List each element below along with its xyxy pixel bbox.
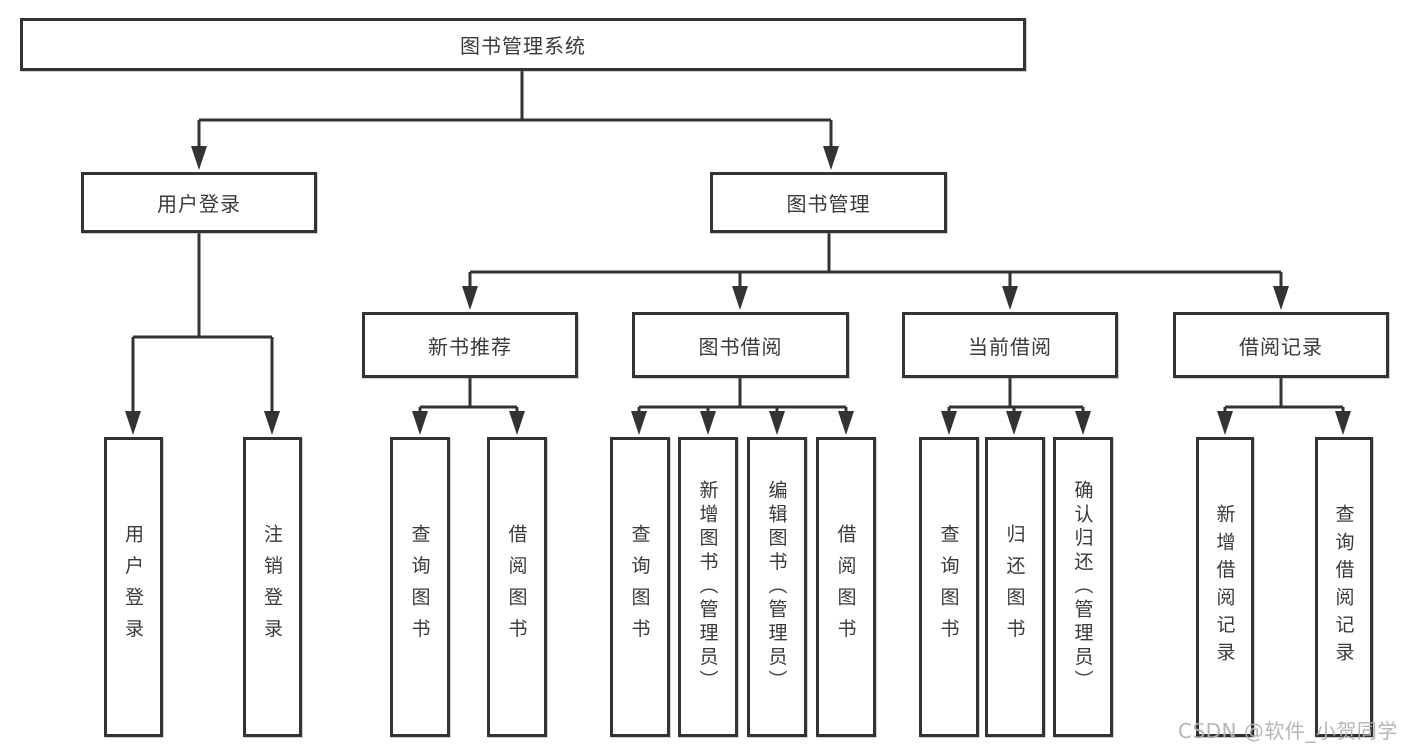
arrow-down-icon <box>823 146 839 170</box>
node-label: 图书管理 <box>786 192 871 216</box>
node-borrow-records: 借阅记录 <box>1173 312 1389 378</box>
connector-bookmgmt-to-level3 <box>462 233 1289 310</box>
node-label: 借阅图书 <box>505 524 528 650</box>
node-label: 用户登录 <box>122 524 144 650</box>
arrow-down-icon <box>1002 286 1018 310</box>
leaf-query-books-current: 查询图书 <box>919 437 979 737</box>
leaf-query-borrow-record: 查询借阅记录 <box>1315 437 1373 737</box>
connector-currentborrow-to-leaves <box>941 378 1091 435</box>
arrow-down-icon <box>838 411 854 435</box>
arrow-down-icon <box>732 286 748 310</box>
arrow-down-icon <box>631 411 647 435</box>
node-label: 注销登录 <box>261 524 283 650</box>
node-book-borrow: 图书借阅 <box>632 312 849 378</box>
leaf-query-books-borrow: 查询图书 <box>610 437 670 737</box>
connector-newbook-to-leaves <box>412 378 525 435</box>
connector-bookborrow-to-leaves <box>631 378 854 435</box>
node-label: 新增借阅记录 <box>1213 504 1236 670</box>
node-user-login: 用户登录 <box>81 172 317 233</box>
leaf-edit-book-admin: 编辑图书（管理员） <box>747 437 807 737</box>
node-label: 查询图书 <box>628 524 651 650</box>
arrow-down-icon <box>1075 411 1091 435</box>
node-label: 查询借阅记录 <box>1332 504 1355 670</box>
connector-root-to-level2 <box>191 71 839 170</box>
node-label: 查询图书 <box>937 524 960 650</box>
leaf-add-borrow-record: 新增借阅记录 <box>1196 437 1254 737</box>
leaf-borrow-books: 借阅图书 <box>816 437 876 737</box>
node-book-management: 图书管理 <box>710 172 947 233</box>
arrow-down-icon <box>941 411 957 435</box>
leaf-confirm-return-admin: 确认归还（管理员） <box>1053 437 1113 737</box>
arrow-down-icon <box>125 411 141 435</box>
arrow-down-icon <box>1335 411 1351 435</box>
arrow-down-icon <box>191 146 207 170</box>
node-label: 图书借阅 <box>698 334 783 359</box>
node-label: 借阅图书 <box>834 524 857 650</box>
arrow-down-icon <box>1273 286 1289 310</box>
arrow-down-icon <box>412 411 428 435</box>
node-label: 归还图书 <box>1003 524 1026 650</box>
csdn-watermark: CSDN @软件_小贺同学 <box>1178 719 1398 743</box>
arrow-down-icon <box>1217 411 1233 435</box>
arrow-down-icon <box>700 411 716 435</box>
leaf-user-login: 用户登录 <box>104 437 163 737</box>
leaf-return-books: 归还图书 <box>985 437 1045 737</box>
arrow-down-icon <box>769 411 785 435</box>
node-label: 查询图书 <box>408 524 431 650</box>
node-label: 新增图书（管理员） <box>696 480 719 694</box>
node-label: 确认归还（管理员） <box>1071 480 1094 694</box>
arrow-down-icon <box>509 411 525 435</box>
node-label: 当前借阅 <box>968 334 1052 359</box>
arrow-down-icon <box>1006 411 1022 435</box>
node-label: 借阅记录 <box>1239 334 1323 359</box>
leaf-logout: 注销登录 <box>243 437 302 737</box>
node-label: 新书推荐 <box>428 334 512 359</box>
connector-records-to-leaves <box>1217 378 1351 435</box>
arrow-down-icon <box>462 286 478 310</box>
node-label: 用户登录 <box>157 192 241 216</box>
leaf-add-book-admin: 新增图书（管理员） <box>678 437 738 737</box>
node-label: 编辑图书（管理员） <box>765 480 788 694</box>
node-label: 图书管理系统 <box>460 34 586 58</box>
arrow-down-icon <box>264 411 280 435</box>
node-system-root: 图书管理系统 <box>20 18 1026 71</box>
node-new-book-recommend: 新书推荐 <box>362 312 578 378</box>
leaf-borrow-books-recommend: 借阅图书 <box>487 437 547 737</box>
node-current-borrow: 当前借阅 <box>902 312 1118 378</box>
connector-userlogin-to-leaves <box>125 233 280 435</box>
leaf-query-books-recommend: 查询图书 <box>390 437 450 737</box>
